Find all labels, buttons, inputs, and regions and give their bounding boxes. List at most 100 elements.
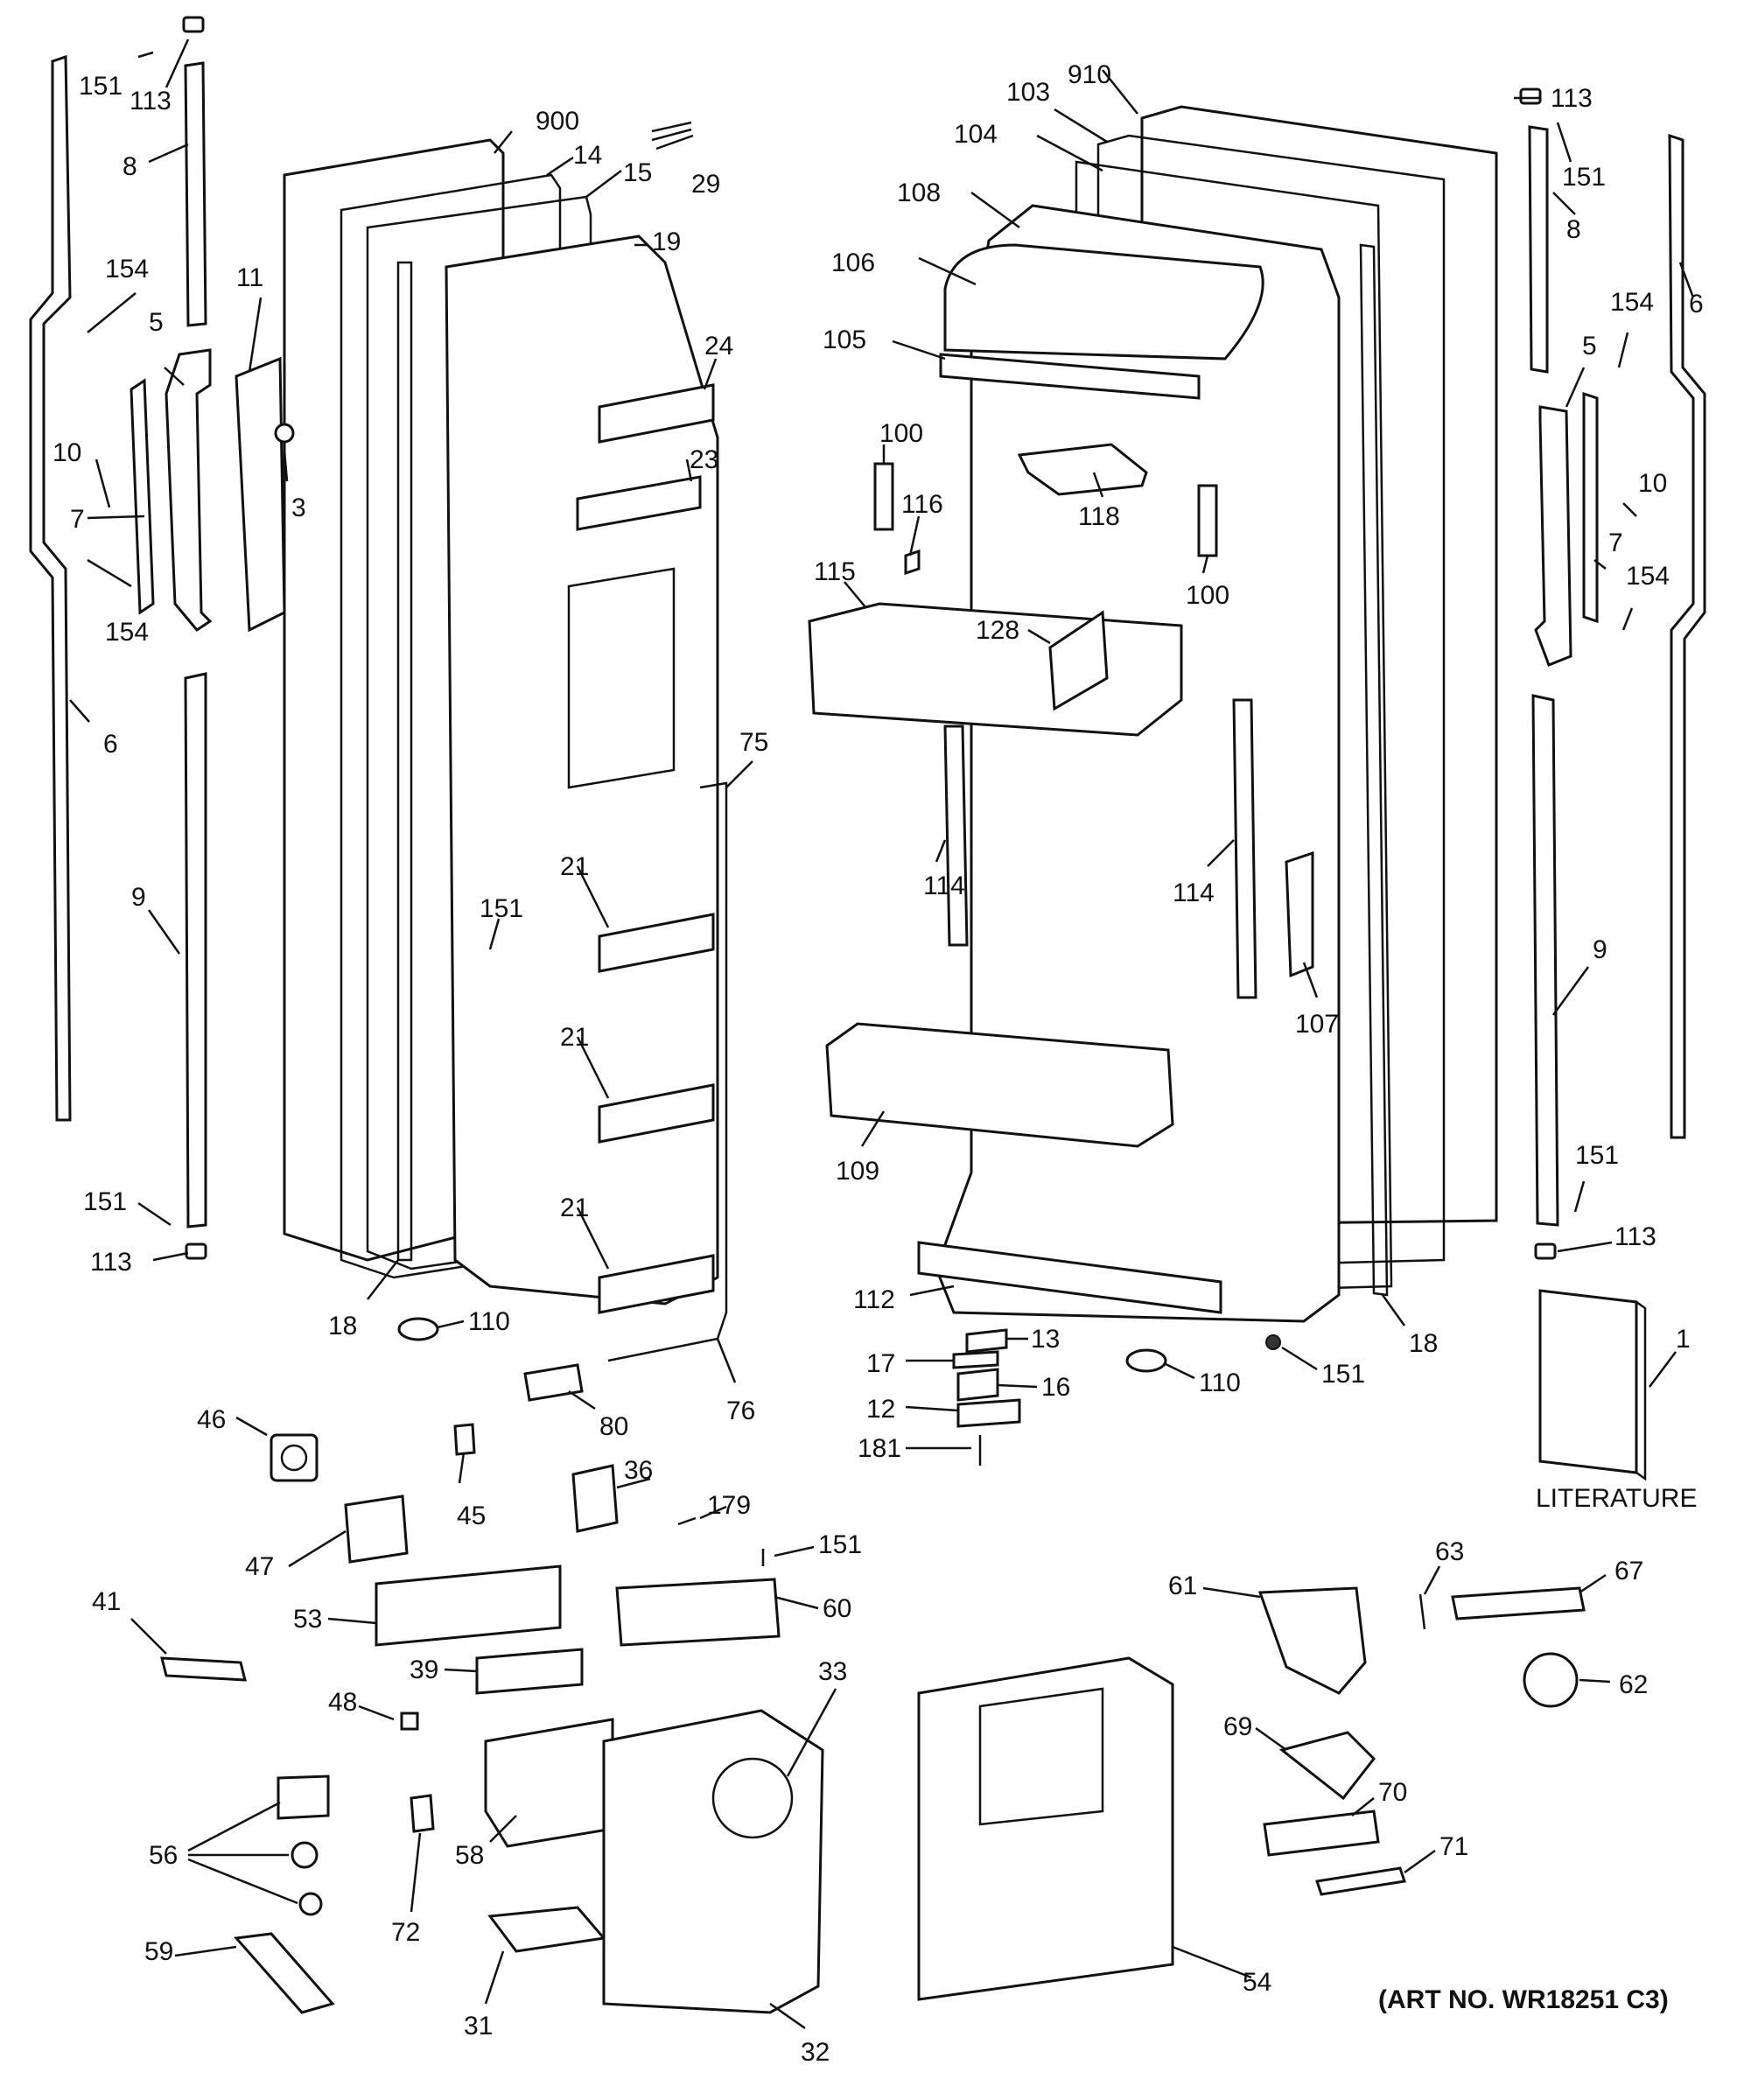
roller-110-left <box>397 1317 439 1341</box>
callout-113: 113 <box>1614 1222 1656 1251</box>
callout-151: 151 <box>79 72 123 101</box>
art-number: (ART NO. WR18251 C3) <box>1378 1985 1669 2014</box>
callout-labels: 151 113 8 154 5 11 10 7 3 154 6 9 151 11… <box>53 60 1704 2067</box>
pad-71 <box>1315 1866 1406 1896</box>
callout-13: 13 <box>1031 1325 1060 1354</box>
roller-110-right <box>1125 1348 1167 1373</box>
callout-71: 71 <box>1439 1832 1468 1861</box>
callout-21: 21 <box>560 1194 589 1222</box>
callout-32: 32 <box>801 2038 830 2067</box>
callout-5: 5 <box>1582 332 1597 360</box>
callout-110: 110 <box>468 1307 510 1336</box>
callout-10: 10 <box>1638 469 1667 498</box>
callout-46: 46 <box>197 1405 226 1434</box>
callout-15: 15 <box>623 158 652 187</box>
callout-61: 61 <box>1168 1572 1197 1600</box>
left-handle-trim-6 <box>29 54 72 1122</box>
callout-105: 105 <box>823 326 866 354</box>
callout-18: 18 <box>1409 1329 1438 1358</box>
right-handle-trim-6 <box>1668 133 1706 1139</box>
fitting-80 <box>523 1363 584 1402</box>
callout-910: 910 <box>1068 60 1111 89</box>
plug-3 <box>274 423 295 444</box>
callout-48: 48 <box>328 1688 357 1717</box>
door-shelf-bar-21-top <box>598 913 715 973</box>
callout-29: 29 <box>691 170 720 199</box>
callout-114: 114 <box>923 872 965 900</box>
callout-181: 181 <box>858 1434 901 1463</box>
callout-151: 151 <box>83 1187 127 1216</box>
callout-31: 31 <box>464 2012 493 2040</box>
callout-67: 67 <box>1614 1557 1643 1586</box>
callout-11: 11 <box>236 263 263 292</box>
right-handle-assembly <box>1519 88 1706 1260</box>
hinge-13 <box>965 1328 1008 1354</box>
end-cap-113-bottom-left <box>185 1242 207 1260</box>
literature-label: LITERATURE <box>1536 1484 1697 1513</box>
shelf-rail-114-left <box>943 724 969 947</box>
hinge-16 <box>956 1368 999 1402</box>
chute-door-69 <box>1278 1731 1376 1801</box>
callout-104: 104 <box>954 120 998 149</box>
callout-115: 115 <box>814 557 856 586</box>
clip-116 <box>904 549 921 576</box>
drip-tray-59 <box>233 1932 335 2014</box>
right-handle-insert-7 <box>1582 391 1599 624</box>
door-bin-109 <box>825 1022 1174 1148</box>
dispenser-assembly <box>160 1423 1586 2014</box>
callout-7: 7 <box>1608 528 1623 557</box>
left-door-assembly <box>235 121 728 1402</box>
actuator-56-middle <box>291 1841 319 1869</box>
right-handle-strip-9 <box>1531 694 1559 1227</box>
callout-60: 60 <box>823 1594 851 1623</box>
callout-39: 39 <box>410 1656 438 1684</box>
callout-154: 154 <box>1626 562 1670 591</box>
literature-book-1 <box>1538 1289 1638 1474</box>
callout-21: 21 <box>560 1023 589 1052</box>
callout-76: 76 <box>726 1396 755 1425</box>
callout-19: 19 <box>652 228 681 256</box>
callout-8: 8 <box>1566 215 1581 244</box>
callout-18: 18 <box>328 1312 357 1340</box>
callout-17: 17 <box>866 1349 895 1378</box>
callout-1: 1 <box>1676 1325 1691 1354</box>
callout-70: 70 <box>1378 1778 1407 1807</box>
right-door-hinge-strip-18 <box>1359 243 1389 1297</box>
left-handle-assembly <box>29 16 213 1260</box>
callout-113: 113 <box>1551 84 1593 113</box>
left-door-hinge-strip-18 <box>396 261 413 1262</box>
actuator-56-top <box>277 1774 330 1820</box>
water-tube-75-76 <box>607 781 728 1362</box>
callout-5: 5 <box>149 308 164 337</box>
dispenser-cover-54 <box>917 1656 1174 2001</box>
clip-48 <box>400 1712 419 1731</box>
callout-14: 14 <box>573 141 602 170</box>
spring-63 <box>1418 1593 1426 1630</box>
left-handle-5 <box>165 348 213 632</box>
shelf-clip-100-left <box>873 462 894 531</box>
callout-72: 72 <box>391 1918 420 1947</box>
left-handle-strip-8 <box>184 61 207 327</box>
auger-33 <box>711 1757 794 1839</box>
callout-24: 24 <box>704 332 733 360</box>
bin-118 <box>1017 443 1148 496</box>
dispenser-housing-32 <box>602 1709 824 2014</box>
left-handle-insert-7 <box>130 378 155 615</box>
callout-154: 154 <box>1610 288 1654 317</box>
callout-151: 151 <box>818 1530 862 1559</box>
left-handle-strip-9 <box>184 672 207 1228</box>
dairy-compartment-door-106 <box>943 243 1264 360</box>
callout-114: 114 <box>1173 878 1215 907</box>
callout-62: 62 <box>1619 1670 1648 1699</box>
ring-62 <box>1523 1652 1579 1708</box>
callout-113: 113 <box>90 1248 132 1277</box>
callout-106: 106 <box>831 248 875 277</box>
callout-54: 54 <box>1243 1968 1271 1997</box>
callout-103: 103 <box>1006 78 1050 107</box>
callout-9: 9 <box>1593 935 1607 964</box>
callout-151: 151 <box>1562 163 1606 192</box>
hinge-12 <box>956 1398 1021 1428</box>
clip-45 <box>453 1423 476 1456</box>
shelf-rail-114-right <box>1232 698 1257 999</box>
callout-69: 69 <box>1223 1712 1252 1741</box>
